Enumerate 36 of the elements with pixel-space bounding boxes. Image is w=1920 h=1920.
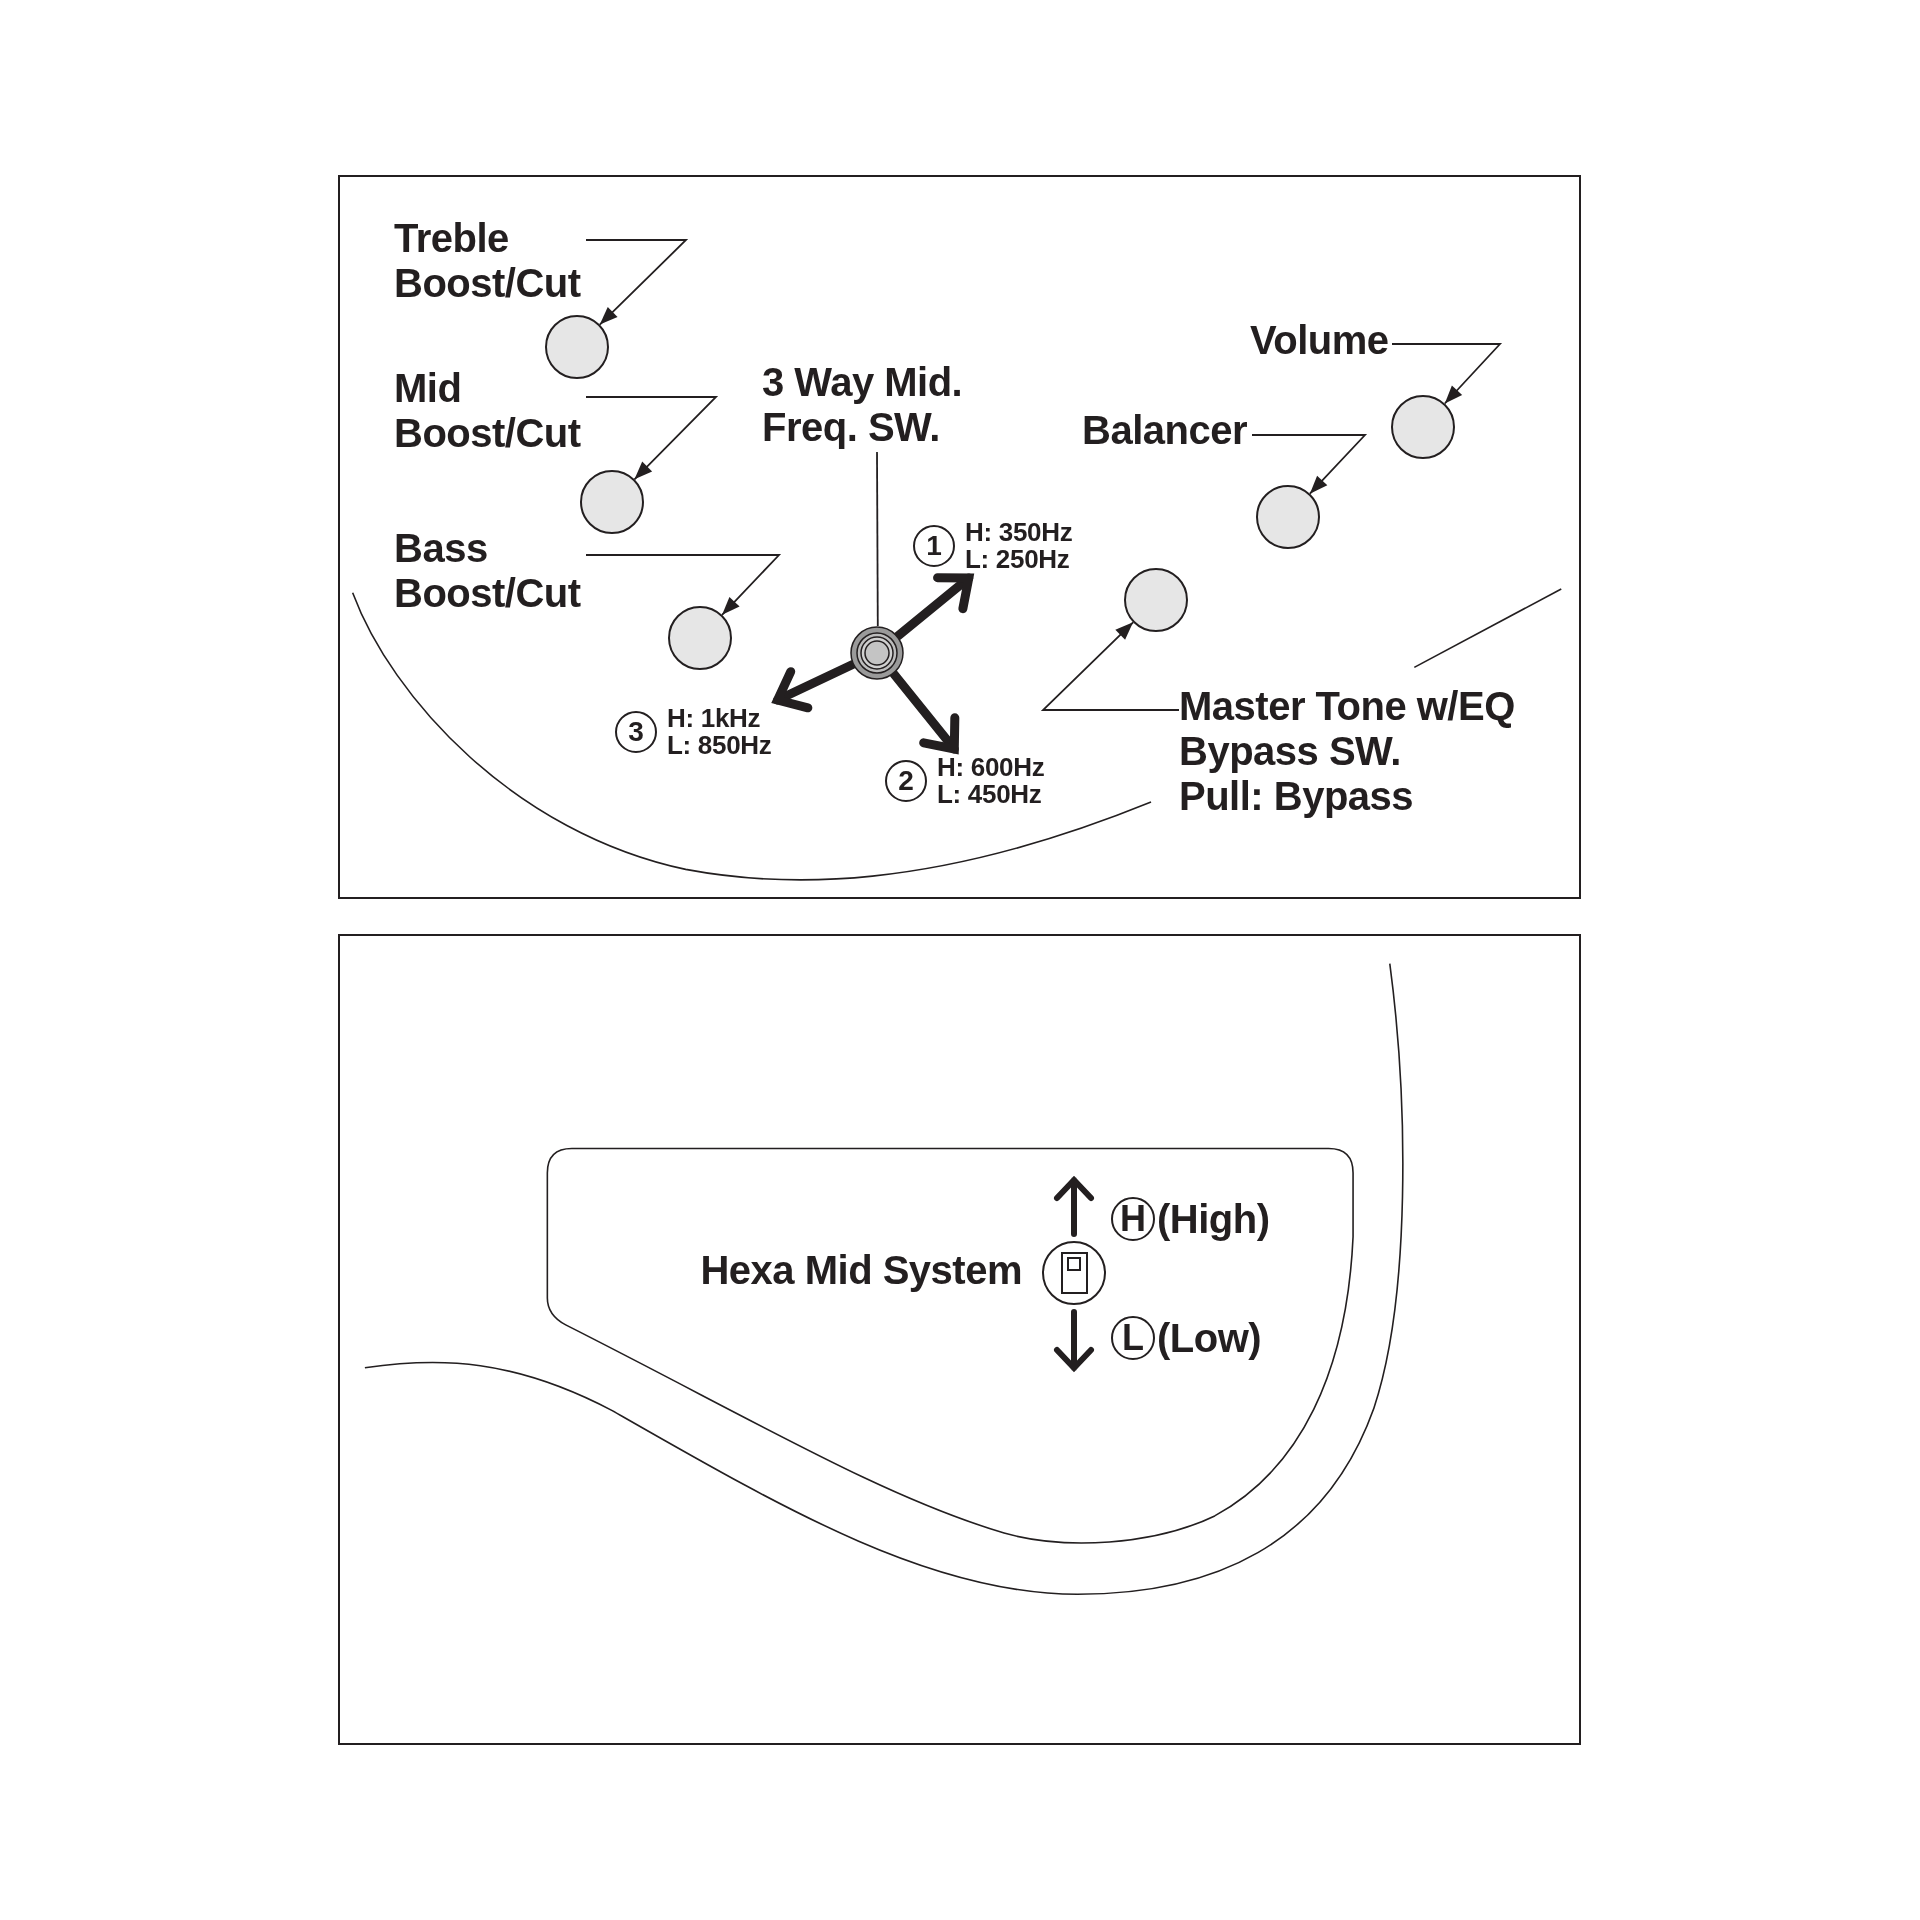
leader-arrow: [585, 396, 719, 481]
control-label: Treble Boost/Cut: [394, 216, 582, 307]
circled-letter: L: [1111, 1316, 1155, 1360]
leader-arrow: [1040, 621, 1180, 711]
position-label: (Low): [1157, 1316, 1262, 1360]
system-label: Hexa Mid System: [699, 1248, 1022, 1292]
leader-arrow: [585, 554, 782, 616]
circled-number: 1: [913, 525, 955, 567]
circled-number: 3: [615, 711, 657, 753]
control-label: Pull: Bypass: [1179, 774, 1415, 820]
rotary-switch: [850, 626, 904, 680]
knob: [545, 315, 609, 379]
knob: [668, 606, 732, 670]
position-label: (High): [1157, 1197, 1270, 1241]
frequency-label: H: 350Hz L: 250Hz: [965, 518, 1074, 574]
control-label: Volume: [1250, 318, 1390, 364]
control-label: 3 Way Mid. Freq. SW.: [762, 360, 964, 451]
leader-arrow: [1251, 434, 1368, 495]
control-label: Mid Boost/Cut: [394, 366, 582, 457]
control-label: Master Tone w/EQ Bypass SW.: [1179, 684, 1516, 775]
position-arrow: [889, 669, 960, 754]
knob: [1256, 485, 1320, 549]
circled-number: 2: [885, 760, 927, 802]
control-label: Bass Boost/Cut: [394, 526, 582, 617]
knob: [1124, 568, 1188, 632]
position-arrow: [893, 573, 974, 641]
frequency-label: H: 1kHz L: 850Hz: [667, 704, 773, 760]
leader-arrow: [585, 239, 689, 326]
frequency-label: H: 600Hz L: 450Hz: [937, 753, 1046, 809]
knob: [580, 470, 644, 534]
circled-letter: H: [1111, 1197, 1155, 1241]
knob: [1391, 395, 1455, 459]
leader-arrow: [1391, 343, 1503, 405]
leader-line: [876, 451, 879, 627]
position-arrow: [773, 660, 858, 713]
control-label: Balancer: [1082, 408, 1248, 454]
